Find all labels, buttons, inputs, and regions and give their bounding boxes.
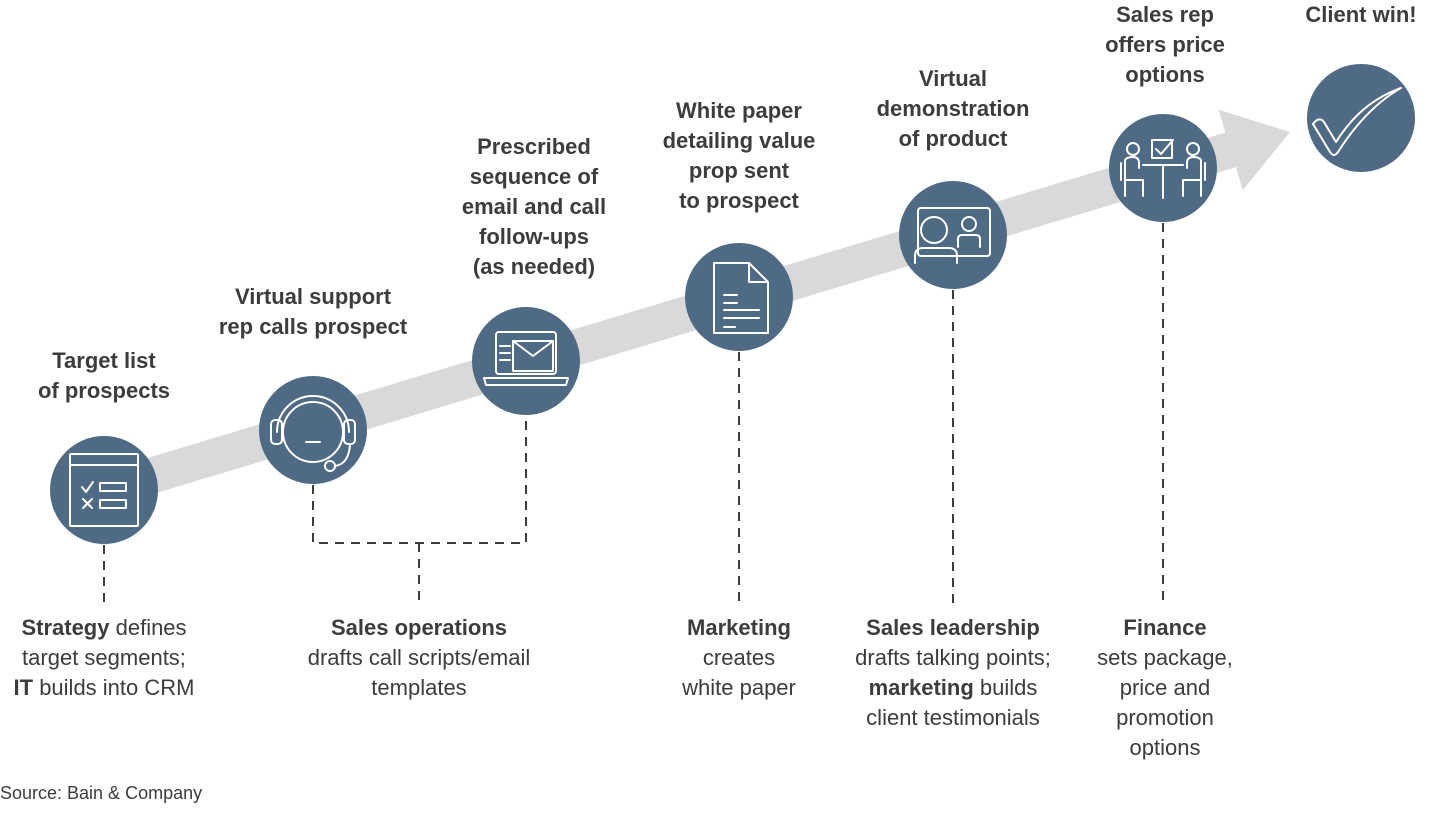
owner-line: options <box>1097 733 1233 763</box>
owner-line: target segments; <box>14 643 195 673</box>
meeting-table-icon <box>1120 139 1206 199</box>
owner-line: white paper <box>682 673 796 703</box>
video-call-icon <box>914 207 991 264</box>
owner-line: Strategy defines <box>14 613 195 643</box>
laptop-email-icon <box>483 331 569 386</box>
owner-role: marketing <box>868 675 974 700</box>
owner-description-3: Marketing creates white paper <box>682 613 796 703</box>
step-title-line: Prescribed <box>477 134 591 159</box>
step-title-line: White paper <box>676 98 802 123</box>
owner-text: builds <box>973 675 1038 700</box>
owner-text: client testimonials <box>866 705 1040 730</box>
step-title-line: to prospect <box>679 188 799 213</box>
owner-line: IT builds into CRM <box>14 673 195 703</box>
step-title-line: Virtual <box>918 66 988 91</box>
owner-line: Finance <box>1097 613 1233 643</box>
owner-line: price and <box>1097 673 1233 703</box>
step-title-line: options <box>1125 62 1205 87</box>
step-node-7 <box>1307 64 1415 172</box>
step-title-line: (as needed) <box>472 254 596 279</box>
step-node-6 <box>1109 114 1217 222</box>
checklist-icon <box>69 453 139 527</box>
step-title-line: prop sent <box>688 158 790 183</box>
owner-role: Finance <box>1123 615 1207 640</box>
owner-line: drafts talking points; <box>855 643 1051 673</box>
owner-text: target segments; <box>22 645 186 670</box>
step-circle <box>259 376 367 484</box>
owner-line: templates <box>308 673 531 703</box>
checkmark-icon <box>1312 87 1402 156</box>
step-title-line: Virtual support <box>234 284 392 309</box>
step-title-line: rep calls prospect <box>218 314 408 339</box>
step-title-7: Client win! <box>1305 0 1416 30</box>
owner-text: creates <box>702 645 776 670</box>
step-title-line: Sales rep <box>1116 2 1214 27</box>
owner-text: drafts talking points; <box>855 645 1051 670</box>
owner-role: Strategy <box>21 615 110 640</box>
owner-text: builds into CRM <box>33 675 195 700</box>
step-title-1: Target list of prospects <box>38 346 170 406</box>
owner-description-5: Finance sets package, price and promotion op… <box>1097 613 1233 763</box>
step-node-1 <box>50 436 158 544</box>
step-title-line: Target list <box>52 348 156 373</box>
step-title-5: Virtual demonstration of product <box>877 64 1030 154</box>
dashed-connectors <box>103 223 1164 605</box>
step-circle <box>1307 64 1415 172</box>
owner-description-2: Sales operations drafts call scripts/emai… <box>308 613 531 703</box>
step-title-line: detailing value <box>662 128 816 153</box>
owner-role: Sales leadership <box>866 615 1040 640</box>
step-title-line: sequence of <box>469 164 599 189</box>
step-title-3: Prescribed sequence of email and call follo… <box>462 132 606 282</box>
owner-line: sets package, <box>1097 643 1233 673</box>
headset-icon <box>270 395 356 472</box>
owner-role: Sales operations <box>330 615 508 640</box>
owner-line: Sales operations <box>308 613 531 643</box>
step-title-line: Client win! <box>1305 2 1417 27</box>
owner-text: price and <box>1119 675 1211 700</box>
step-title-4: White paper detailing value prop sent to pr… <box>663 96 816 216</box>
step-title-line: offers price <box>1105 32 1225 57</box>
step-circle <box>685 243 793 351</box>
document-icon <box>713 262 769 334</box>
owner-text: drafts call scripts/email <box>307 645 531 670</box>
owner-line: Sales leadership <box>855 613 1051 643</box>
owner-line: client testimonials <box>855 703 1051 733</box>
step-title-6: Sales rep offers price options <box>1105 0 1225 90</box>
step-title-line: of prospects <box>37 378 171 403</box>
owner-role: IT <box>13 675 34 700</box>
owner-text: options <box>1129 735 1201 760</box>
source-note: Source: Bain & Company <box>0 783 203 803</box>
step-node-3 <box>472 307 580 415</box>
owner-text: sets package, <box>1097 645 1233 670</box>
owner-text: promotion <box>1116 705 1214 730</box>
step-node-4 <box>685 243 793 351</box>
step-title-line: demonstration <box>876 96 1030 121</box>
owner-line: drafts call scripts/email <box>308 643 531 673</box>
owner-line: promotion <box>1097 703 1233 733</box>
step-title-2: Virtual support rep calls prospect <box>219 282 407 342</box>
step-node-5 <box>899 181 1007 289</box>
owner-text: templates <box>371 675 467 700</box>
owner-role: Marketing <box>687 615 791 640</box>
step-title-line: email and call <box>461 194 607 219</box>
step-title-line: follow-ups <box>479 224 589 249</box>
owner-line: marketing builds <box>855 673 1051 703</box>
owner-line: Marketing <box>682 613 796 643</box>
step-title-line: of product <box>898 126 1008 151</box>
owner-text: defines <box>109 615 187 640</box>
owner-description-4: Sales leadership drafts talking points; ma… <box>855 613 1051 733</box>
owner-line: creates <box>682 643 796 673</box>
step-node-2 <box>259 376 367 484</box>
step-circle <box>472 307 580 415</box>
owner-text: white paper <box>682 675 796 700</box>
